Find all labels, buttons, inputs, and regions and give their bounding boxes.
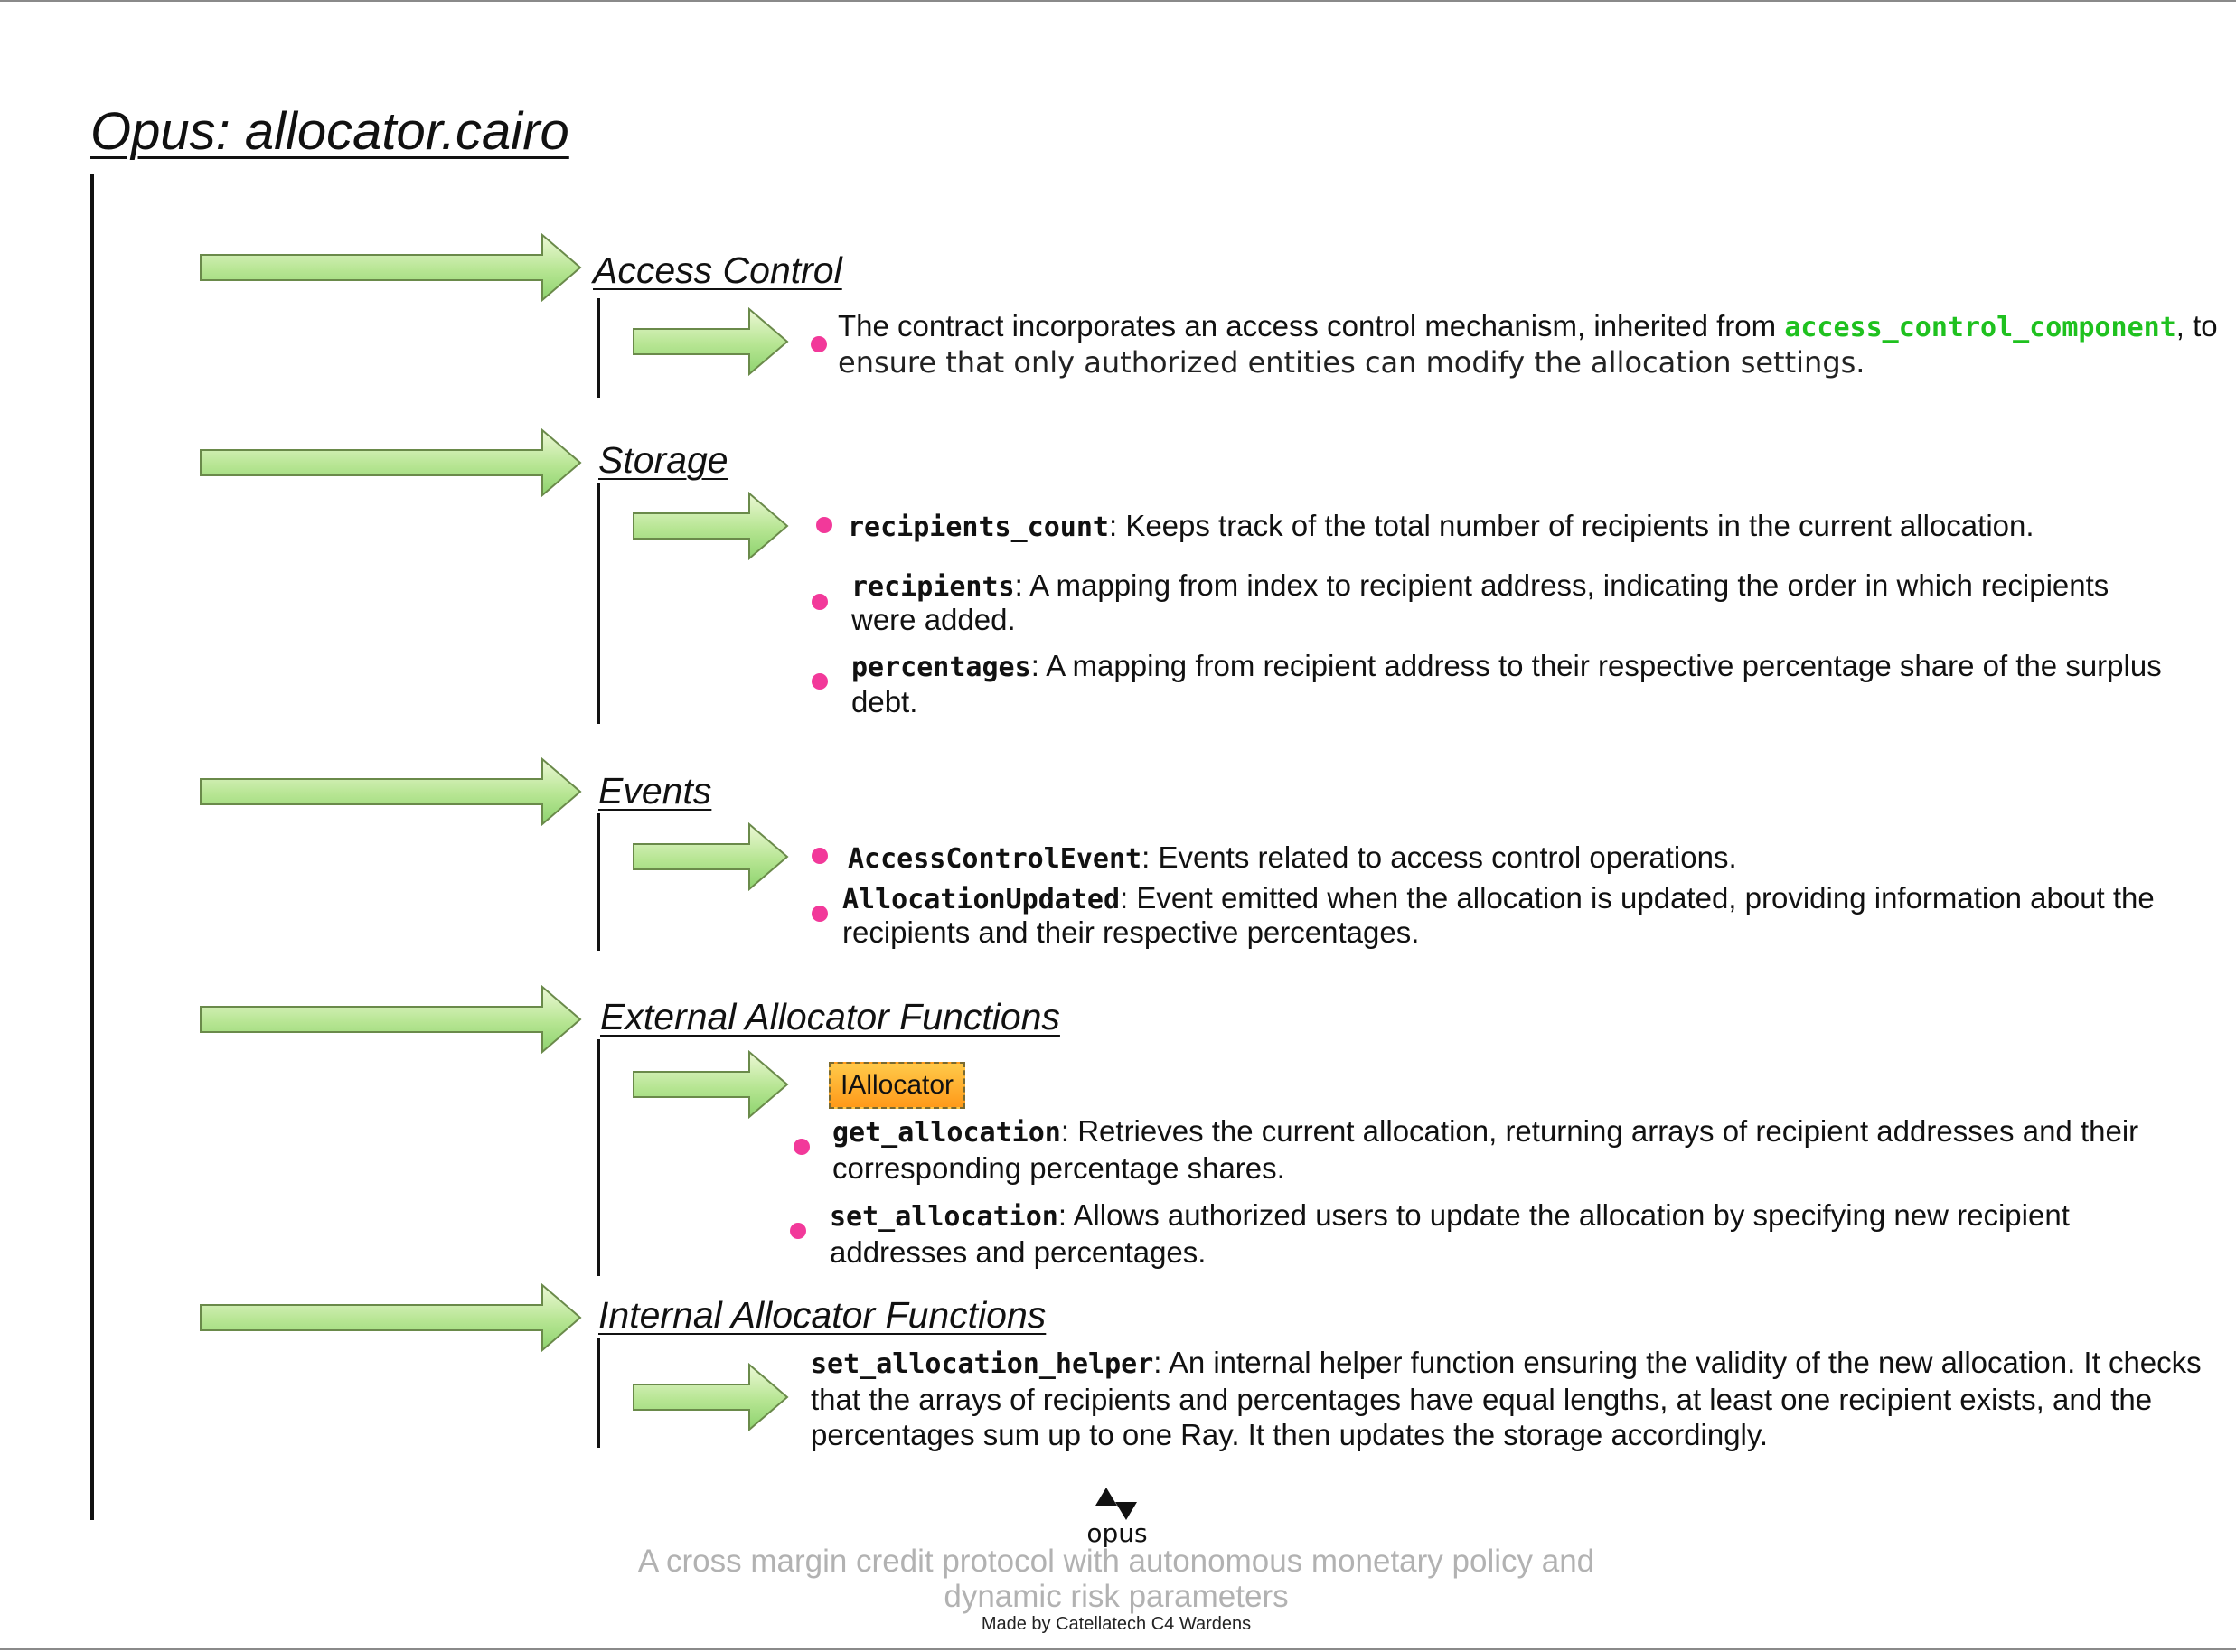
- item-text: : Event emitted when the allocation is u…: [842, 881, 2155, 949]
- level2-arrow-icon: [633, 1050, 789, 1119]
- item-text: : Allows authorized users to update the …: [830, 1198, 2070, 1269]
- item-text: , to: [2175, 309, 2218, 343]
- level2-arrow-icon: [633, 492, 789, 560]
- item-text: : An internal helper function ensuring t…: [811, 1346, 2202, 1451]
- level1-arrow-icon: [200, 757, 582, 826]
- list-item: set_allocation_helper: An internal helpe…: [811, 1345, 2221, 1452]
- section-heading: Events: [598, 770, 712, 812]
- code-identifier: set_allocation: [830, 1201, 1058, 1233]
- item-text: : Retrieves the current allocation, retu…: [832, 1114, 2139, 1185]
- section-branch-line: [597, 813, 600, 951]
- list-item: recipients_count: Keeps track of the tot…: [848, 508, 2034, 545]
- list-item: AllocationUpdated: Event emitted when th…: [842, 882, 2180, 949]
- item-text: : A mapping from index to recipient addr…: [851, 568, 2109, 636]
- bullet-icon: [790, 1223, 806, 1239]
- footer-credit: Made by Catellatech C4 Wardens: [981, 1614, 1252, 1634]
- interface-tag: IAllocator: [829, 1062, 965, 1109]
- code-identifier: set_allocation_helper: [811, 1348, 1154, 1380]
- bullet-icon: [811, 336, 827, 352]
- list-item: AccessControlEvent: Events related to ac…: [848, 840, 1737, 877]
- level1-arrow-icon: [200, 428, 582, 497]
- section-branch-line: [597, 1039, 600, 1276]
- main-tree-line: [90, 174, 94, 1520]
- list-item: percentages: A mapping from recipient ad…: [851, 649, 2189, 719]
- level1-arrow-icon: [200, 985, 582, 1054]
- list-item: recipients: A mapping from index to reci…: [851, 569, 2135, 636]
- section-heading: Storage: [598, 439, 728, 481]
- section-branch-line: [597, 298, 600, 398]
- bullet-icon: [812, 906, 828, 922]
- level1-arrow-icon: [200, 1283, 582, 1352]
- section-heading: Access Control: [593, 249, 842, 291]
- code-identifier: recipients: [851, 571, 1015, 603]
- bullet-icon: [816, 517, 832, 533]
- section-heading: Internal Allocator Functions: [598, 1294, 1047, 1336]
- item-text: The contract incorporates an access cont…: [838, 309, 1785, 343]
- opus-logo-icon: [1095, 1488, 1137, 1520]
- item-text: : A mapping from recipient address to th…: [851, 649, 2162, 718]
- code-identifier: access_control_component: [1784, 312, 2176, 343]
- code-identifier: AccessControlEvent: [848, 843, 1142, 875]
- code-identifier: percentages: [851, 652, 1031, 683]
- code-identifier: recipients_count: [848, 512, 1109, 543]
- level2-arrow-icon: [633, 307, 789, 376]
- item-text: : Keeps track of the total number of rec…: [1108, 509, 2034, 542]
- top-border: [0, 0, 2236, 2]
- page-title: Opus: allocator.cairo: [90, 102, 569, 161]
- code-identifier: get_allocation: [832, 1117, 1061, 1149]
- level2-arrow-icon: [633, 822, 789, 891]
- logo-text: opus: [1086, 1518, 1148, 1548]
- item-continuation-text: ensure that only authorized entities can…: [838, 345, 1865, 380]
- list-item: The contract incorporates an access cont…: [838, 308, 2218, 345]
- bullet-icon: [812, 848, 828, 864]
- list-item: set_allocation: Allows authorized users …: [830, 1197, 2095, 1270]
- bullet-icon: [812, 673, 828, 690]
- list-item: get_allocation: Retrieves the current al…: [832, 1113, 2170, 1186]
- level2-arrow-icon: [633, 1363, 789, 1431]
- bullet-icon: [794, 1139, 810, 1155]
- section-heading: External Allocator Functions: [600, 996, 1060, 1037]
- section-branch-line: [597, 483, 600, 724]
- bottom-border: [0, 1648, 2236, 1650]
- code-identifier: AllocationUpdated: [842, 884, 1121, 915]
- section-branch-line: [597, 1338, 600, 1448]
- item-text: : Events related to access control opera…: [1141, 840, 1737, 874]
- footer-tagline: A cross margin credit protocol with auto…: [637, 1544, 1595, 1614]
- bullet-icon: [812, 594, 828, 610]
- level1-arrow-icon: [200, 233, 582, 302]
